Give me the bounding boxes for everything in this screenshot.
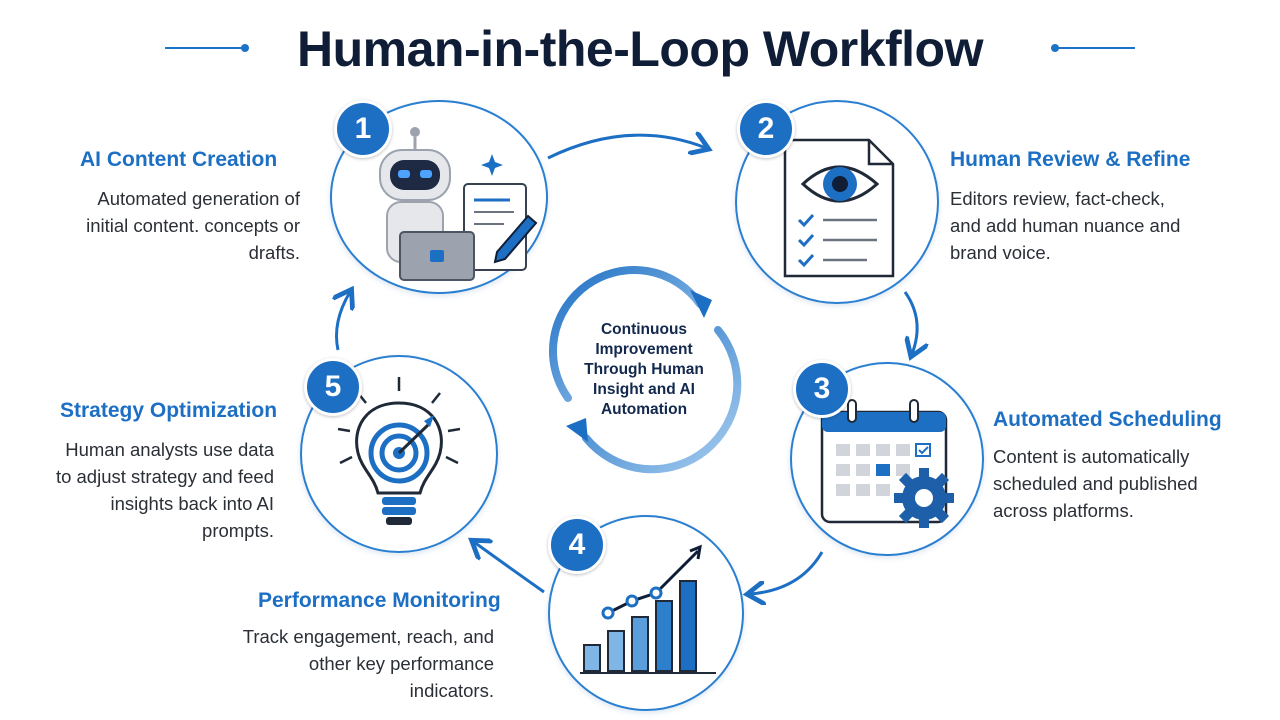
- arrow-5-to-1: [337, 292, 351, 351]
- step-2-description: Editors review, fact-check, and add huma…: [950, 188, 1181, 263]
- lightbulb-target-icon: [337, 377, 461, 525]
- step-3-title: Automated Scheduling: [993, 408, 1222, 431]
- document-eye-icon: [783, 138, 895, 278]
- step-1-badge: 1: [334, 100, 392, 158]
- step-4-badge: 4: [548, 516, 606, 574]
- step-2-title: Human Review & Refine: [950, 148, 1191, 171]
- step-4-description: Track engagement, reach, and other key p…: [242, 626, 494, 701]
- center-cycle-text: Continuous Improvement Through Human Ins…: [584, 321, 704, 418]
- step-3-description: Content is automatically scheduled and p…: [993, 446, 1198, 521]
- robot-laptop-icon: [379, 127, 538, 281]
- page-title: Human-in-the-Loop Workflow: [297, 21, 983, 77]
- arrow-1-to-2: [547, 135, 706, 160]
- step-4-title: Performance Monitoring: [258, 589, 501, 612]
- title-decoration-right: [1051, 44, 1135, 52]
- title-decoration-left: [165, 44, 249, 52]
- step-1-title: AI Content Creation: [80, 148, 278, 171]
- step-1-description: Automated generation of initial content.…: [86, 188, 300, 263]
- step-5-badge: 5: [304, 358, 362, 416]
- calendar-gear-icon: [820, 399, 954, 528]
- arrow-3-to-4: [750, 551, 824, 594]
- step-2-badge: 2: [737, 100, 795, 158]
- step-4-circle: [548, 515, 744, 711]
- step-5-description: Human analysts use data to adjust strate…: [55, 439, 274, 541]
- step-3-badge: 3: [793, 360, 851, 418]
- bar-chart-icon: [580, 544, 716, 674]
- step-5-title: Strategy Optimization: [60, 399, 278, 422]
